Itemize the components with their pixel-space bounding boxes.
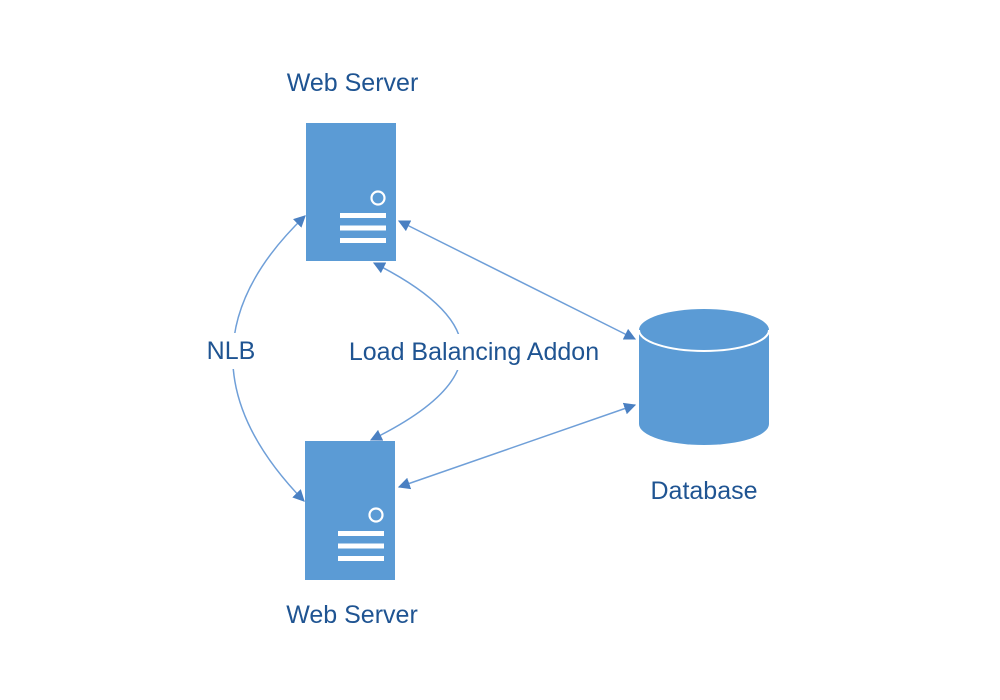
server-vent-line	[338, 543, 384, 549]
server-vent-line	[340, 213, 386, 218]
server-vent-line	[340, 238, 386, 243]
server-power-light-icon	[370, 190, 386, 206]
database-label: Database	[650, 476, 758, 505]
web-server-bottom-node	[305, 441, 395, 580]
nlb-edge-label: NLB	[198, 333, 264, 369]
db-to-top-server-arrow	[397, 220, 637, 340]
web-server-bottom-label: Web Server	[286, 600, 418, 629]
load-balancing-addon-edge-label: Load Balancing Addon	[342, 334, 606, 370]
db-to-bottom-server-arrow	[397, 402, 637, 490]
server-power-light-icon	[368, 507, 384, 523]
cylinder-lid-separator	[638, 329, 770, 352]
cylinder-body	[639, 309, 769, 445]
web-server-top-node	[306, 123, 396, 261]
server-vent-line	[338, 531, 384, 536]
web-server-top-label: Web Server	[286, 68, 419, 97]
server-vent-line	[338, 556, 384, 561]
database-node	[638, 309, 770, 445]
server-vent-line	[340, 225, 386, 231]
